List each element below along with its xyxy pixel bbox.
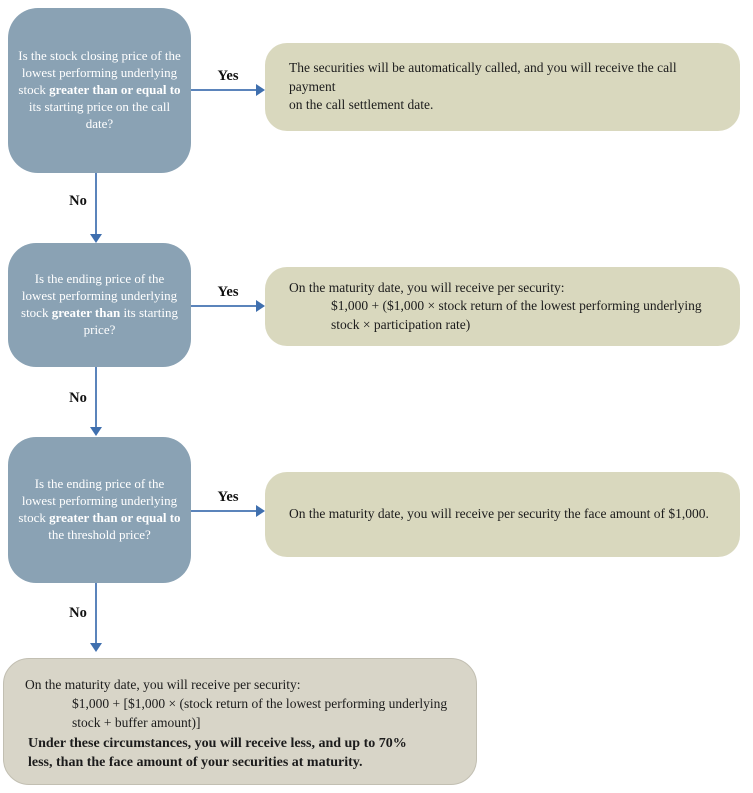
result-box-participation-payout: On the maturity date, you will receive p… [265, 267, 740, 346]
arrow-line [191, 510, 258, 512]
loss-warning-line: less, than the face amount of your secur… [28, 754, 363, 770]
payout-formula-line: stock + buffer amount)] [72, 714, 201, 730]
arrow-right-icon [256, 300, 265, 312]
arrow-line [191, 305, 258, 307]
loss-warning-line: Under these circumstances, you will rece… [28, 735, 407, 751]
question-box-call-date: Is the stock closing price of the lowest… [8, 8, 191, 173]
arrow-line [95, 367, 97, 429]
no-arrow-3 [90, 583, 102, 652]
payout-formula-line: $1,000 + ($1,000 × stock return of the l… [331, 298, 702, 314]
payout-formula-line: stock × participation rate) [331, 316, 471, 332]
payout-formula-line: $1,000 + [$1,000 × (stock return of the … [72, 695, 448, 711]
yes-arrow-3 [191, 505, 265, 517]
no-arrow-1 [90, 173, 102, 243]
question-box-ending-above-start: Is the ending price of the lowest perfor… [8, 243, 191, 367]
question-text: Is the stock closing price of the lowest… [18, 48, 181, 131]
arrow-down-icon [90, 643, 102, 652]
no-label-3: No [69, 605, 87, 621]
final-box-buffered-loss: On the maturity date, you will receive p… [3, 658, 477, 785]
arrow-right-icon [256, 505, 265, 517]
no-arrow-2 [90, 367, 102, 436]
result-text-line: On the maturity date, you will receive p… [289, 506, 709, 522]
arrow-right-icon [256, 84, 265, 96]
yes-arrow-2 [191, 300, 265, 312]
result-box-auto-call: The securities will be automatically cal… [265, 43, 740, 131]
no-label-1: No [69, 193, 87, 209]
arrow-line [95, 173, 97, 236]
result-box-face-amount: On the maturity date, you will receive p… [265, 472, 740, 557]
question-text: Is the ending price of the lowest perfor… [18, 476, 181, 542]
arrow-line [191, 89, 258, 91]
arrow-down-icon [90, 427, 102, 436]
result-intro: On the maturity date, you will receive p… [25, 677, 301, 692]
yes-label-2: Yes [217, 284, 239, 300]
yes-arrow-1 [191, 84, 265, 96]
no-label-2: No [69, 390, 87, 406]
result-text-line: The securities will be automatically cal… [289, 60, 677, 94]
arrow-down-icon [90, 234, 102, 243]
question-box-threshold: Is the ending price of the lowest perfor… [8, 437, 191, 583]
result-text-line: on the call settlement date. [289, 97, 434, 113]
arrow-line [95, 583, 97, 645]
result-intro: On the maturity date, you will receive p… [289, 279, 565, 295]
yes-label-1: Yes [217, 68, 239, 84]
yes-label-3: Yes [217, 489, 239, 505]
question-text: Is the ending price of the lowest perfor… [21, 271, 178, 337]
